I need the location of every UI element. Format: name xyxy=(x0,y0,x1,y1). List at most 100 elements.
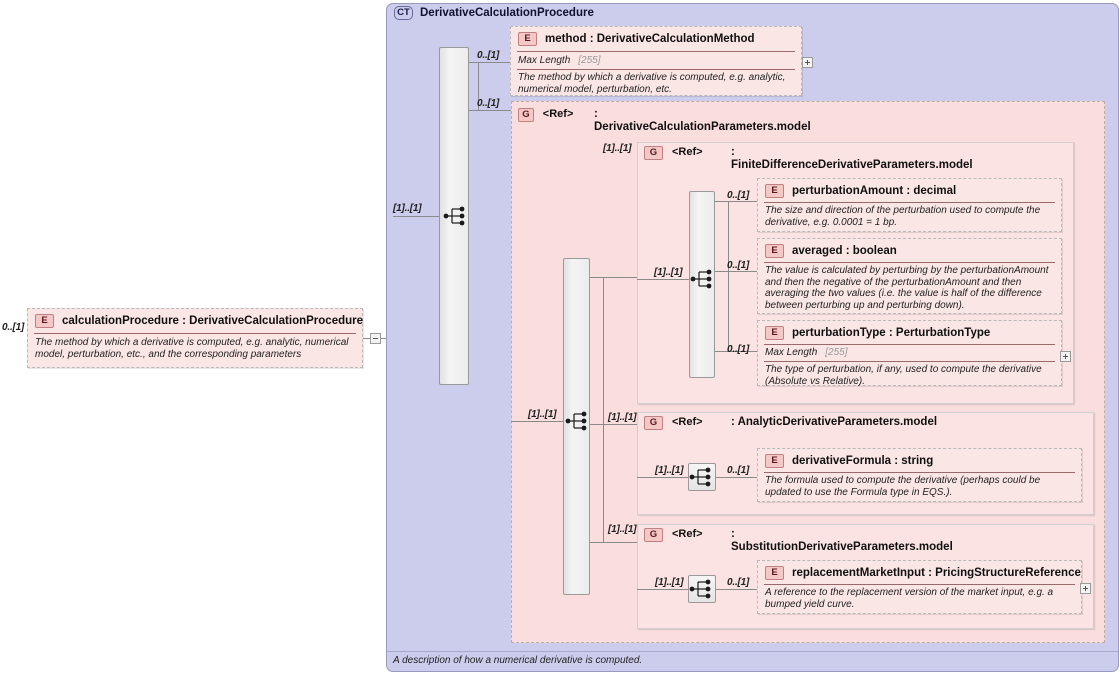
substitution-inner-sequence-cardinality: [1]..[1] xyxy=(655,577,684,588)
divider xyxy=(764,361,1055,362)
branch-to-perturbationtype xyxy=(715,351,758,352)
branch-to-analytic xyxy=(590,424,640,425)
group-analytic-type: : AnalyticDerivativeParameters.model xyxy=(731,416,938,428)
root-element-title: E calculationProcedure : DerivativeCalcu… xyxy=(35,314,363,328)
analytic-inner-sequence-cardinality: [1]..[1] xyxy=(655,465,684,476)
divider xyxy=(764,472,1075,473)
group-badge-icon: G xyxy=(518,108,534,122)
element-replacementmarketinput-title: E replacementMarketInput : PricingStruct… xyxy=(765,566,1081,580)
group-badge-icon: G xyxy=(644,528,663,542)
element-perturbationtype-facet: Max Length[255] xyxy=(765,347,848,358)
divider xyxy=(764,202,1055,203)
element-badge-icon: E xyxy=(765,184,784,198)
params-group-cardinality: 0..[1] xyxy=(477,98,500,109)
sequence-icon xyxy=(690,269,712,289)
element-method-documentation: The method by which a derivative is comp… xyxy=(518,72,786,95)
complextype-footer-documentation: A description of how a numerical derivat… xyxy=(387,651,1118,671)
element-perturbationamount-box[interactable]: E perturbationAmount : decimal The size … xyxy=(757,178,1062,232)
group-substitution-header: G <Ref> : SubstitutionDerivativeParamete… xyxy=(644,528,984,554)
element-derivativeformula-box[interactable]: E derivativeFormula : string The formula… xyxy=(757,448,1082,502)
complextype-header: CT DerivativeCalculationProcedure xyxy=(394,6,594,20)
element-method-expander[interactable] xyxy=(802,57,813,68)
branch-to-method xyxy=(469,62,511,63)
element-badge-icon: E xyxy=(765,566,784,580)
finitedifference-inner-sequence-cardinality: [1]..[1] xyxy=(654,267,683,278)
element-method-box[interactable]: E method : DerivativeCalculationMethod M… xyxy=(510,26,802,96)
element-method-label: method : DerivativeCalculationMethod xyxy=(545,33,755,45)
substitution-cardinality: [1]..[1] xyxy=(608,524,637,535)
group-substitution-type: : SubstitutionDerivativeParameters.model xyxy=(731,528,953,553)
element-averaged-label: averaged : boolean xyxy=(792,245,897,257)
analytic-cardinality: [1]..[1] xyxy=(608,412,637,423)
element-badge-icon: E xyxy=(35,314,54,328)
sequence-icon xyxy=(443,206,465,226)
facet-value: [255] xyxy=(578,55,601,66)
branch-to-substitution xyxy=(590,542,640,543)
connector-group-to-inner-sequence xyxy=(511,421,563,422)
element-replacementmarketinput-expander[interactable] xyxy=(1080,583,1091,594)
group-derivativecalculationparameters-type: : DerivativeCalculationParameters.model xyxy=(594,108,811,133)
perturbationtype-cardinality: 0..[1] xyxy=(727,344,750,355)
element-method-title: E method : DerivativeCalculationMethod xyxy=(518,32,755,46)
element-perturbationamount-title: E perturbationAmount : decimal xyxy=(765,184,956,198)
divider xyxy=(764,584,1075,585)
facet-label: Max Length xyxy=(518,55,571,66)
branch-vertical-finitedifference xyxy=(728,201,729,351)
connector-finitedifference-to-sequence xyxy=(637,279,689,280)
connector-sequence-to-replacementmarketinput xyxy=(716,589,757,590)
branch-to-perturbationamount xyxy=(715,201,758,202)
element-derivativeformula-documentation: The formula used to compute the derivati… xyxy=(765,475,1041,498)
connector-ct-to-sequence xyxy=(393,216,439,217)
averaged-cardinality: 0..[1] xyxy=(727,260,750,271)
element-replacementmarketinput-documentation: A reference to the replacement version o… xyxy=(765,587,1054,610)
element-badge-icon: E xyxy=(765,326,784,340)
element-badge-icon: E xyxy=(765,454,784,468)
element-method-facet: Max Length [255] xyxy=(518,55,601,66)
connector-substitution-to-sequence xyxy=(637,589,688,590)
group-ref-label: <Ref> xyxy=(542,108,574,120)
complextype-badge-icon: CT xyxy=(394,6,413,20)
derivativeformula-cardinality: 0..[1] xyxy=(727,465,750,476)
element-perturbationtype-box[interactable]: E perturbationType : PerturbationType Ma… xyxy=(757,320,1062,387)
root-element-documentation: The method by which a derivative is comp… xyxy=(35,337,349,360)
element-badge-icon: E xyxy=(765,244,784,258)
divider xyxy=(764,344,1055,345)
element-perturbationtype-title: E perturbationType : PerturbationType xyxy=(765,326,990,340)
replacementmarketinput-cardinality: 0..[1] xyxy=(727,577,750,588)
group-badge-icon: G xyxy=(644,146,663,160)
root-collapse-toggle[interactable] xyxy=(370,333,381,344)
sequence-icon xyxy=(689,467,711,487)
element-perturbationtype-expander[interactable] xyxy=(1060,351,1071,362)
branch-vertical-top xyxy=(478,62,479,110)
element-perturbationamount-label: perturbationAmount : decimal xyxy=(792,185,957,197)
group-badge-icon: G xyxy=(644,416,663,430)
group-ref-label: <Ref> xyxy=(672,416,703,428)
element-averaged-title: E averaged : boolean xyxy=(765,244,897,258)
top-sequence-cardinality: [1]..[1] xyxy=(393,203,422,214)
divider xyxy=(764,262,1055,263)
connector-root-to-expander xyxy=(363,338,371,339)
method-cardinality: 0..[1] xyxy=(477,50,500,61)
element-perturbationamount-documentation: The size and direction of the perturbati… xyxy=(765,205,1041,228)
group-ref-label: <Ref> xyxy=(672,146,703,158)
element-perturbationtype-documentation: The type of perturbation, if any, used t… xyxy=(765,364,1042,387)
element-averaged-documentation: The value is calculated by perturbing by… xyxy=(765,265,1049,311)
element-replacementmarketinput-box[interactable]: E replacementMarketInput : PricingStruct… xyxy=(757,560,1082,614)
root-element-label: calculationProcedure : DerivativeCalcula… xyxy=(62,315,364,327)
branch-to-params-group xyxy=(469,110,511,111)
element-perturbationtype-label: perturbationType : PerturbationType xyxy=(792,327,991,339)
facet-label: Max Length xyxy=(765,347,818,358)
group-finitedifference-type: : FiniteDifferenceDerivativeParameters.m… xyxy=(731,146,973,171)
perturbationamount-cardinality: 0..[1] xyxy=(727,190,750,201)
group-ref-label: <Ref> xyxy=(672,528,703,540)
element-derivativeformula-label: derivativeFormula : string xyxy=(792,455,934,467)
branch-vertical-groups xyxy=(603,277,604,542)
divider xyxy=(517,51,795,52)
group-finitedifference-header: G <Ref> : FiniteDifferenceDerivativePara… xyxy=(644,146,984,172)
element-averaged-box[interactable]: E averaged : boolean The value is calcul… xyxy=(757,238,1062,314)
connector-sequence-to-derivativeformula xyxy=(716,477,757,478)
root-element-box[interactable]: E calculationProcedure : DerivativeCalcu… xyxy=(27,308,363,368)
inner-sequence-cardinality: [1]..[1] xyxy=(528,409,557,420)
group-derivativecalculationparameters-header: G <Ref> : DerivativeCalculationParameter… xyxy=(518,108,811,134)
element-derivativeformula-title: E derivativeFormula : string xyxy=(765,454,933,468)
